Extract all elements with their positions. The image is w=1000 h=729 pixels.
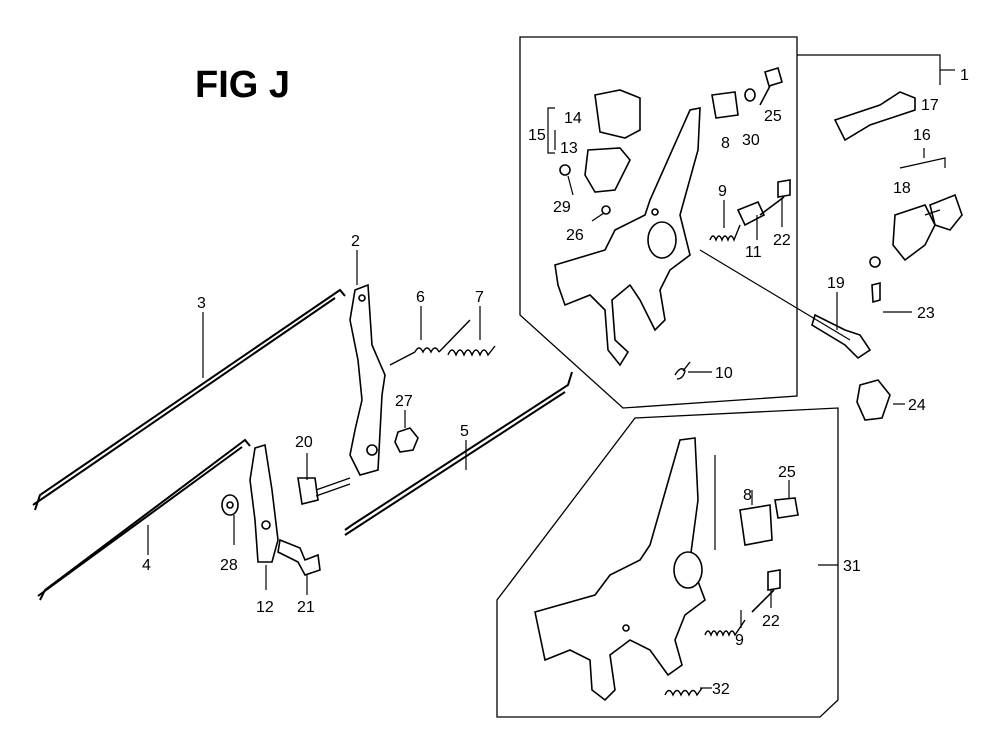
spring-6 xyxy=(389,319,471,366)
callout-31: 31 xyxy=(843,558,861,575)
lever-2-top-hole xyxy=(358,294,366,302)
part-13 xyxy=(584,147,631,193)
rod-4b xyxy=(37,446,243,597)
callout-27: 27 xyxy=(395,393,413,410)
callout-26: 26 xyxy=(566,227,584,244)
spring-9-lower xyxy=(704,619,746,637)
washer-30 xyxy=(744,88,756,102)
rod-4 xyxy=(39,438,251,601)
plate-8-lower xyxy=(739,504,773,546)
bracket-upper xyxy=(554,107,701,367)
callout-32: 32 xyxy=(712,681,730,698)
callout-3: 3 xyxy=(197,295,206,312)
callout-25-upper: 25 xyxy=(764,108,782,125)
screw-20-shaft xyxy=(315,477,351,491)
bolt-25-upper xyxy=(759,66,783,106)
callout-18: 18 xyxy=(893,180,911,197)
callout-21: 21 xyxy=(297,599,315,616)
callout-14: 14 xyxy=(564,110,582,127)
callout-25-lower: 25 xyxy=(778,464,796,481)
lever-12 xyxy=(249,443,279,563)
callout-6: 6 xyxy=(416,289,425,306)
callout-28: 28 xyxy=(220,557,238,574)
part-11 xyxy=(736,200,766,227)
callout-20: 20 xyxy=(295,434,313,451)
spring-10 xyxy=(674,361,691,380)
callout-2: 2 xyxy=(351,233,360,250)
callouts: 1 2 3 4 5 6 7 8 8 9 9 10 11 12 13 14 15 … xyxy=(142,67,969,698)
bracket-upper-hole xyxy=(651,208,659,216)
washer-28-hole xyxy=(226,501,234,509)
body-18 xyxy=(892,204,936,262)
callout-1: 1 xyxy=(960,67,969,84)
callout-12: 12 xyxy=(256,599,274,616)
callout-9-lower: 9 xyxy=(735,632,744,649)
screw-20-shaft2 xyxy=(315,483,351,497)
callout-24: 24 xyxy=(908,397,926,414)
nut-27 xyxy=(394,427,419,453)
callout-9-upper: 9 xyxy=(718,183,727,200)
leader-lines xyxy=(147,107,946,689)
callout-7: 7 xyxy=(475,289,484,306)
screw-20 xyxy=(297,477,319,505)
callout-29: 29 xyxy=(553,199,571,216)
callout-17: 17 xyxy=(921,97,939,114)
washer-29 xyxy=(559,164,571,176)
body-18-shaft xyxy=(924,209,941,216)
bracket-upper-boss xyxy=(647,221,677,259)
callout-15: 15 xyxy=(528,127,546,144)
callout-22-lower: 22 xyxy=(762,613,780,630)
rod-5 xyxy=(344,371,573,531)
callout-30: 30 xyxy=(742,132,760,149)
callout-4: 4 xyxy=(142,557,151,574)
assembly-box-31 xyxy=(496,407,839,718)
callout-10: 10 xyxy=(715,365,733,382)
rod-5b xyxy=(344,391,566,536)
bolt-25-lower xyxy=(774,497,799,519)
part-14 xyxy=(594,89,641,139)
assembly-box-1 xyxy=(519,36,798,409)
callout-19: 19 xyxy=(827,275,845,292)
part-17 xyxy=(833,91,916,142)
washer-23 xyxy=(869,256,881,268)
spring-9-upper xyxy=(709,224,741,242)
callout-8-upper: 8 xyxy=(721,135,730,152)
lever-12-hole xyxy=(261,520,271,530)
bracket-lower xyxy=(534,437,706,702)
callout-23: 23 xyxy=(917,305,935,322)
callout-8-lower: 8 xyxy=(743,487,752,504)
plate-8-upper xyxy=(711,91,739,119)
leader-1 xyxy=(797,54,941,85)
bolt-19 xyxy=(811,313,872,360)
lever-2-hole xyxy=(366,444,378,456)
bolt-21 xyxy=(277,538,321,576)
callout-11: 11 xyxy=(745,244,762,261)
callout-5: 5 xyxy=(460,423,469,440)
callout-22-upper: 22 xyxy=(773,232,791,249)
bolt-22-lower xyxy=(751,569,781,613)
bracket-lower-boss xyxy=(673,551,703,589)
screw-23 xyxy=(871,281,881,304)
bolt-22-upper xyxy=(759,179,791,216)
axis-19 xyxy=(699,249,851,341)
figure-title: FIG J xyxy=(195,64,290,106)
part-24 xyxy=(856,379,891,421)
bracket-lower-hole xyxy=(622,624,630,632)
spring-32 xyxy=(664,687,703,697)
spring-7 xyxy=(447,345,496,357)
rod-3b xyxy=(32,297,336,506)
pin-26 xyxy=(601,205,611,215)
callout-16: 16 xyxy=(913,127,931,144)
lever-2 xyxy=(349,283,386,476)
callout-13: 13 xyxy=(560,140,578,157)
